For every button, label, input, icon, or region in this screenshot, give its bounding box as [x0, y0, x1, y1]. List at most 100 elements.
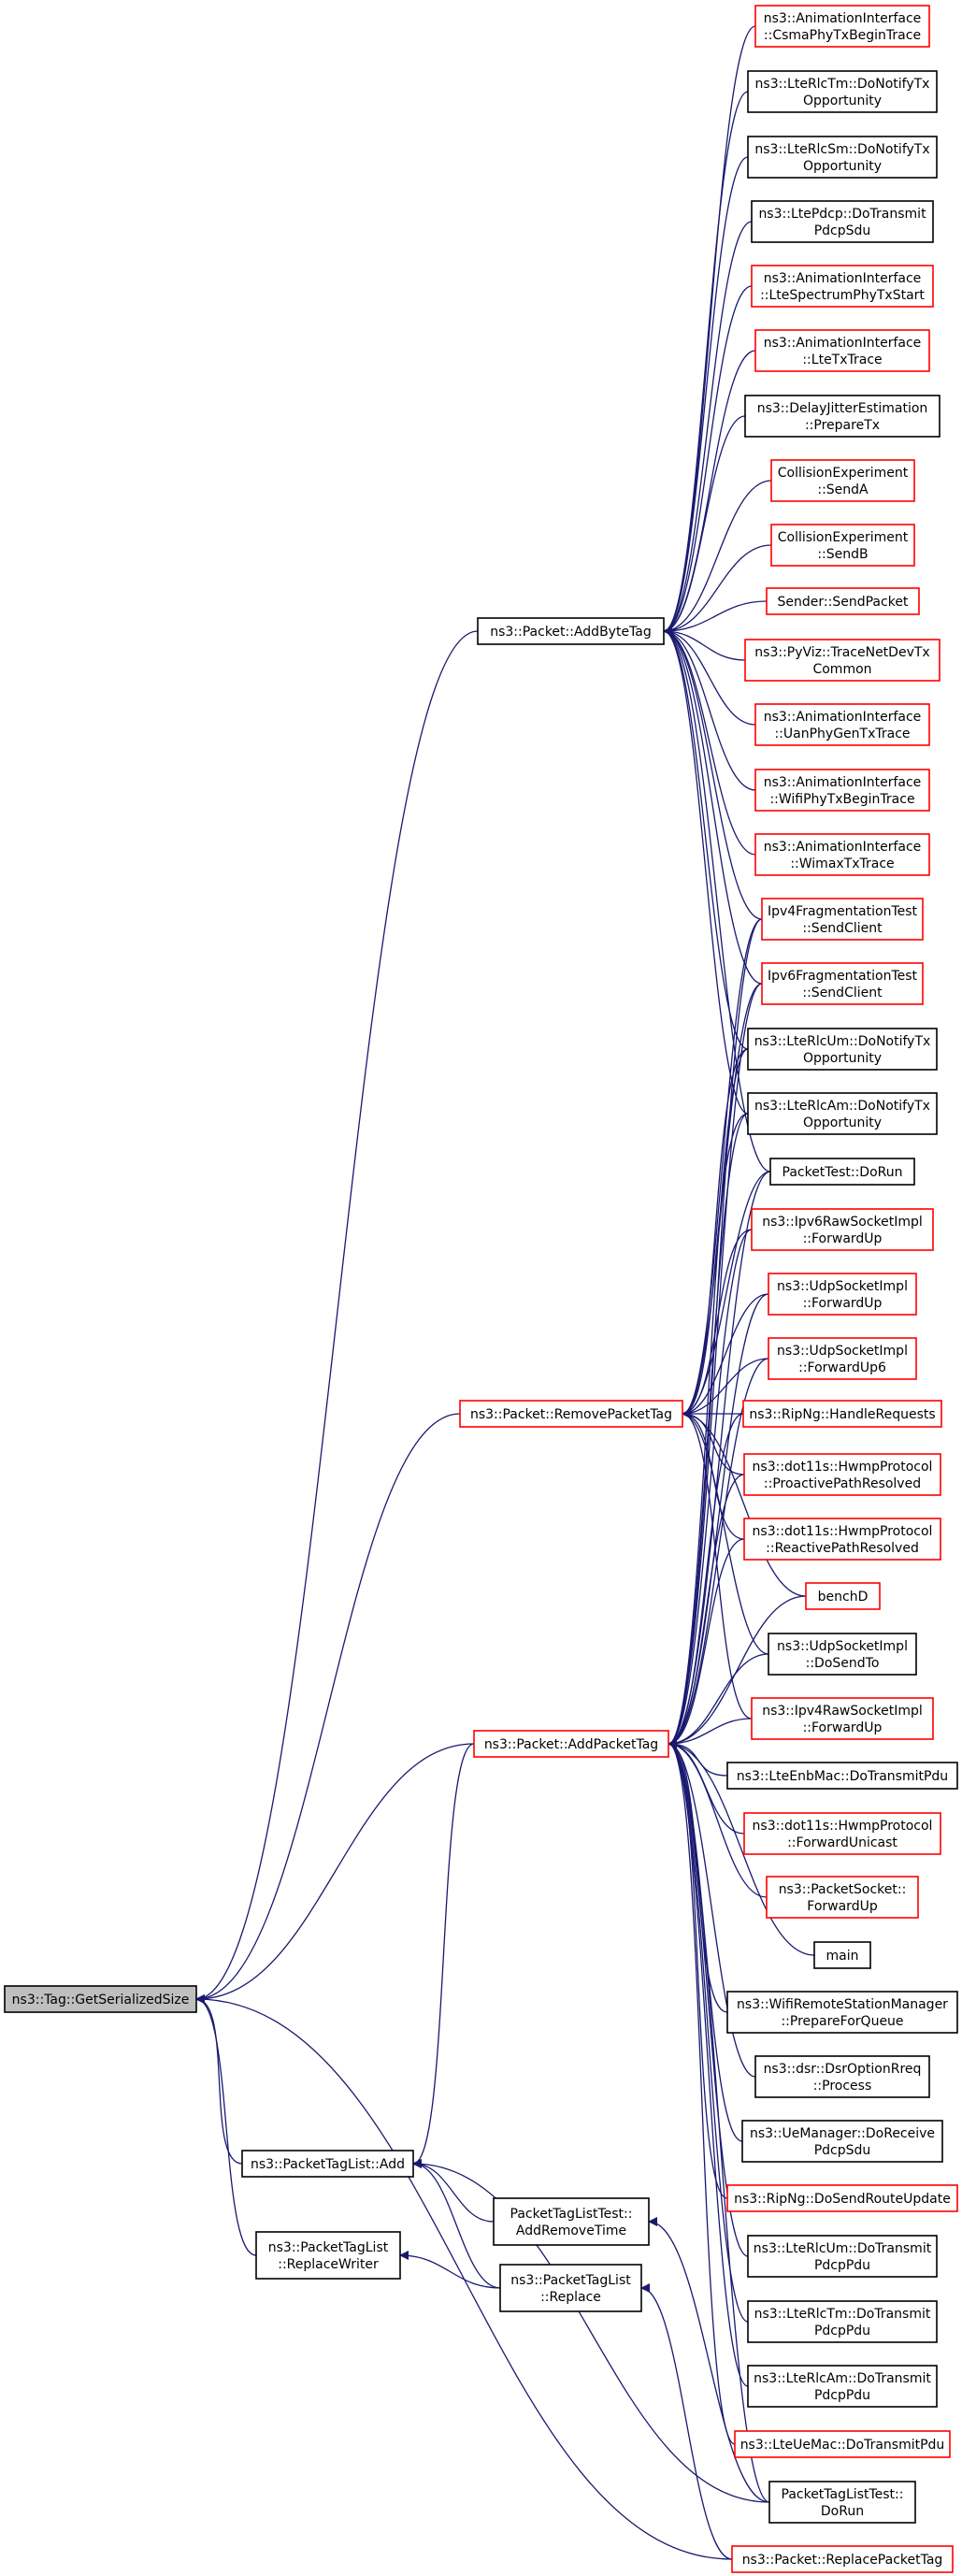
node-label: ::LteSpectrumPhyTxStart: [760, 288, 925, 303]
node-label: ns3::LteRlcAm::DoNotifyTx: [754, 1099, 930, 1114]
node-ipv6frag-send[interactable]: Ipv6FragmentationTest::SendClient: [761, 962, 924, 1005]
node-ripng-handle[interactable]: ns3::RipNg::HandleRequests: [742, 1400, 942, 1428]
node-udp-sendto[interactable]: ns3::UdpSocketImpl::DoSendTo: [768, 1633, 917, 1676]
node-label: PacketTagListTest::: [510, 2207, 633, 2222]
node-anim-ltespectrum[interactable]: ns3::AnimationInterface::LteSpectrumPhyT…: [751, 265, 934, 308]
node-label: ns3::PacketTagList: [268, 2240, 389, 2255]
node-udp-forward6[interactable]: ns3::UdpSocketImpl::ForwardUp6: [768, 1337, 917, 1380]
node-dsr-process[interactable]: ns3::dsr::DsrOptionRreq::Process: [754, 2055, 930, 2098]
node-anim-ltetx[interactable]: ns3::AnimationInterface::LteTxTrace: [754, 329, 930, 372]
node-label: ::ReplaceWriter: [278, 2257, 379, 2272]
node-label: ns3::LteRlcSm::DoNotifyTx: [754, 142, 929, 157]
node-collision-b[interactable]: CollisionExperiment::SendB: [770, 524, 915, 567]
node-udp-forward[interactable]: ns3::UdpSocketImpl::ForwardUp: [768, 1273, 917, 1316]
node-anim-csma[interactable]: ns3::AnimationInterface::CsmaPhyTxBeginT…: [754, 5, 930, 48]
node-main-fn[interactable]: main: [813, 1941, 871, 1969]
node-root: ns3::Tag::GetSerializedSize: [4, 1985, 197, 2013]
node-label: ns3::AnimationInterface: [764, 710, 922, 725]
node-packetsocket-forward[interactable]: ns3::PacketSocket::ForwardUp: [766, 1876, 919, 1919]
node-label: Ipv6FragmentationTest: [768, 969, 918, 984]
node-label: ns3::LteUeMac::DoTransmitPdu: [740, 2438, 945, 2453]
edge-delayjitter-to-addbytetag: [663, 415, 746, 636]
node-anim-wifiphy[interactable]: ns3::AnimationInterface::WifiPhyTxBeginT…: [754, 769, 930, 812]
node-wifiremote-prepare[interactable]: ns3::WifiRemoteStationManager::PrepareFo…: [726, 1991, 958, 2034]
node-label: ns3::Packet::AddPacketTag: [484, 1737, 658, 1752]
node-removepackettag[interactable]: ns3::Packet::RemovePacketTag: [459, 1400, 683, 1428]
node-label: ::ForwardUnicast: [787, 1835, 897, 1850]
edge-addpackettag-to-root: [195, 1743, 475, 2004]
edge-ptl_add-to-root: [195, 1994, 243, 2165]
node-box: [743, 1453, 941, 1496]
node-label: ns3::Ipv4RawSocketImpl: [762, 1704, 923, 1719]
node-box: [747, 2235, 938, 2278]
node-replacepackettag[interactable]: ns3::Packet::ReplacePacketTag: [731, 2545, 954, 2573]
node-ripng-sendroute[interactable]: ns3::RipNg::DoSendRouteUpdate: [726, 2184, 958, 2212]
node-enbmac-transmit[interactable]: ns3::LteEnbMac::DoTransmitPdu: [726, 1762, 958, 1790]
node-label: PdcpPdu: [814, 2324, 870, 2339]
node-packettest-run[interactable]: PacketTest::DoRun: [769, 1158, 915, 1186]
edge-udp_forward6-to-addpackettag: [668, 1358, 769, 1749]
node-label: ns3::LteRlcUm::DoTransmit: [754, 2241, 932, 2256]
node-label: ns3::PacketTagList::Add: [251, 2157, 405, 2172]
node-box: [744, 395, 940, 438]
node-ptltest-addremove[interactable]: PacketTagListTest::AddRemoveTime: [493, 2197, 650, 2246]
node-label: ns3::RipNg::HandleRequests: [749, 1407, 935, 1422]
node-box: [766, 1876, 919, 1919]
node-box: [493, 2197, 650, 2246]
edge-anim_csma-to-addbytetag: [663, 25, 756, 636]
edge-anim_ltespectrum-to-addbytetag: [663, 285, 753, 636]
node-anim-wimax[interactable]: ns3::AnimationInterface::WimaxTxTrace: [754, 833, 930, 876]
node-label: Common: [812, 662, 871, 677]
node-box: [743, 1812, 941, 1855]
node-label: ns3::AnimationInterface: [764, 775, 922, 790]
node-label: ::ForwardUp: [803, 1296, 883, 1311]
node-box: [768, 1273, 917, 1316]
edge-ripng_handle-to-addpackettag: [668, 1413, 744, 1749]
node-label: ForwardUp: [807, 1899, 878, 1914]
node-ptltest-run[interactable]: PacketTagListTest::DoRun: [768, 2481, 916, 2524]
node-label: Opportunity: [803, 1051, 882, 1066]
node-label: ns3::Packet::AddByteTag: [490, 625, 652, 640]
node-label: ::ForwardUp6: [798, 1360, 886, 1375]
node-ipv6raw-forward[interactable]: ns3::Ipv6RawSocketImpl::ForwardUp: [751, 1208, 934, 1251]
edge-rlcum_notify-to-addpackettag: [668, 1048, 749, 1749]
edge-ptltest_run-to-ptltest_addremove: [648, 2217, 770, 2503]
node-uemac-transmit[interactable]: ns3::LteUeMac::DoTransmitPdu: [734, 2430, 951, 2458]
node-addpackettag[interactable]: ns3::Packet::AddPacketTag: [473, 1730, 669, 1758]
node-anim-uanphy[interactable]: ns3::AnimationInterface::UanPhyGenTxTrac…: [754, 703, 930, 746]
node-ptl-replacewriter[interactable]: ns3::PacketTagList::ReplaceWriter: [255, 2231, 401, 2280]
node-label: ns3::dot11s::HwmpProtocol: [753, 1819, 933, 1834]
node-ipv4raw-forward[interactable]: ns3::Ipv4RawSocketImpl::ForwardUp: [751, 1697, 934, 1740]
node-label: Opportunity: [803, 159, 882, 174]
node-label: Opportunity: [803, 94, 882, 108]
node-addbytetag[interactable]: ns3::Packet::AddByteTag: [477, 617, 665, 645]
node-hwmp-proactive[interactable]: ns3::dot11s::HwmpProtocol::ProactivePath…: [743, 1453, 941, 1496]
node-ipv4frag-send[interactable]: Ipv4FragmentationTest::SendClient: [761, 898, 924, 941]
edge-ptltest_run-to-ptl_add: [412, 2159, 770, 2503]
node-ptl-replace[interactable]: ns3::PacketTagList::Replace: [499, 2264, 642, 2312]
edge-anim_wimax-to-addbytetag: [663, 626, 756, 856]
node-label: ns3::RipNg::DoSendRouteUpdate: [734, 2192, 951, 2207]
node-collision-a[interactable]: CollisionExperiment::SendA: [770, 459, 915, 502]
node-label: ns3::LteRlcTm::DoTransmit: [754, 2307, 931, 2322]
node-hwmp-forward[interactable]: ns3::dot11s::HwmpProtocol::ForwardUnicas…: [743, 1812, 941, 1855]
node-benchd[interactable]: benchD: [805, 1582, 881, 1610]
node-sender-send[interactable]: Sender::SendPacket: [766, 587, 920, 615]
node-delayjitter[interactable]: ns3::DelayJitterEstimation::PrepareTx: [744, 395, 940, 438]
edge-rlcam_transmit-to-addpackettag: [668, 1739, 749, 2387]
node-label: main: [826, 1949, 859, 1964]
node-box: [754, 2055, 930, 2098]
edge-packettest_run-to-addbytetag: [663, 626, 771, 1173]
node-hwmp-reactive[interactable]: ns3::dot11s::HwmpProtocol::ReactivePathR…: [743, 1518, 941, 1561]
node-ptl-add[interactable]: ns3::PacketTagList::Add: [241, 2150, 414, 2178]
